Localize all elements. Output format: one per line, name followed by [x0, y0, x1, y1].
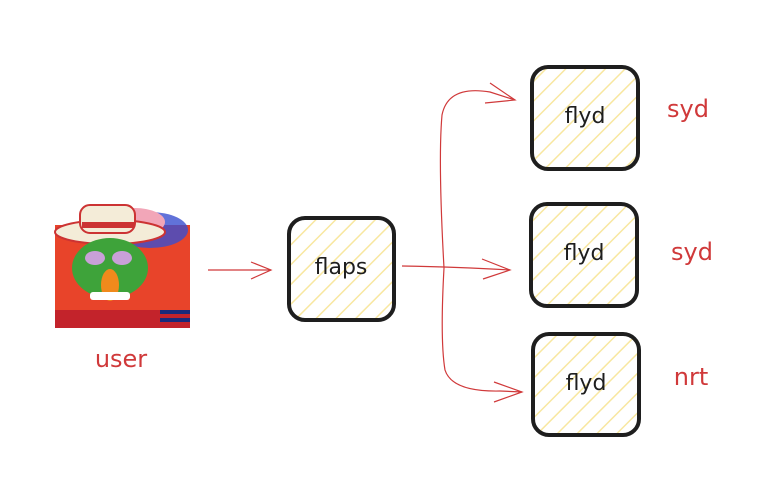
flyd-node-nrt[interactable]: flyd: [531, 332, 641, 437]
arrow-user-to-flaps: [208, 261, 273, 280]
region-label: nrt: [674, 363, 709, 391]
flaps-label: flaps: [315, 255, 368, 280]
user-label: user: [95, 345, 147, 373]
flyd-label: flyd: [565, 104, 606, 129]
arrow-flaps-to-flyd-bottom: [441, 267, 524, 403]
flyd-label: flyd: [566, 371, 607, 396]
region-label: syd: [671, 238, 713, 266]
region-label: syd: [667, 95, 709, 123]
flyd-label: flyd: [564, 241, 605, 266]
arrow-flaps-to-flyd-top: [439, 82, 517, 269]
flyd-node-syd-1[interactable]: flyd: [530, 65, 640, 171]
flaps-node[interactable]: flaps: [287, 216, 396, 322]
flyd-node-syd-2[interactable]: flyd: [529, 202, 639, 308]
arrow-flaps-to-flyd-middle: [401, 258, 512, 280]
user-avatar-icon: [54, 204, 190, 328]
